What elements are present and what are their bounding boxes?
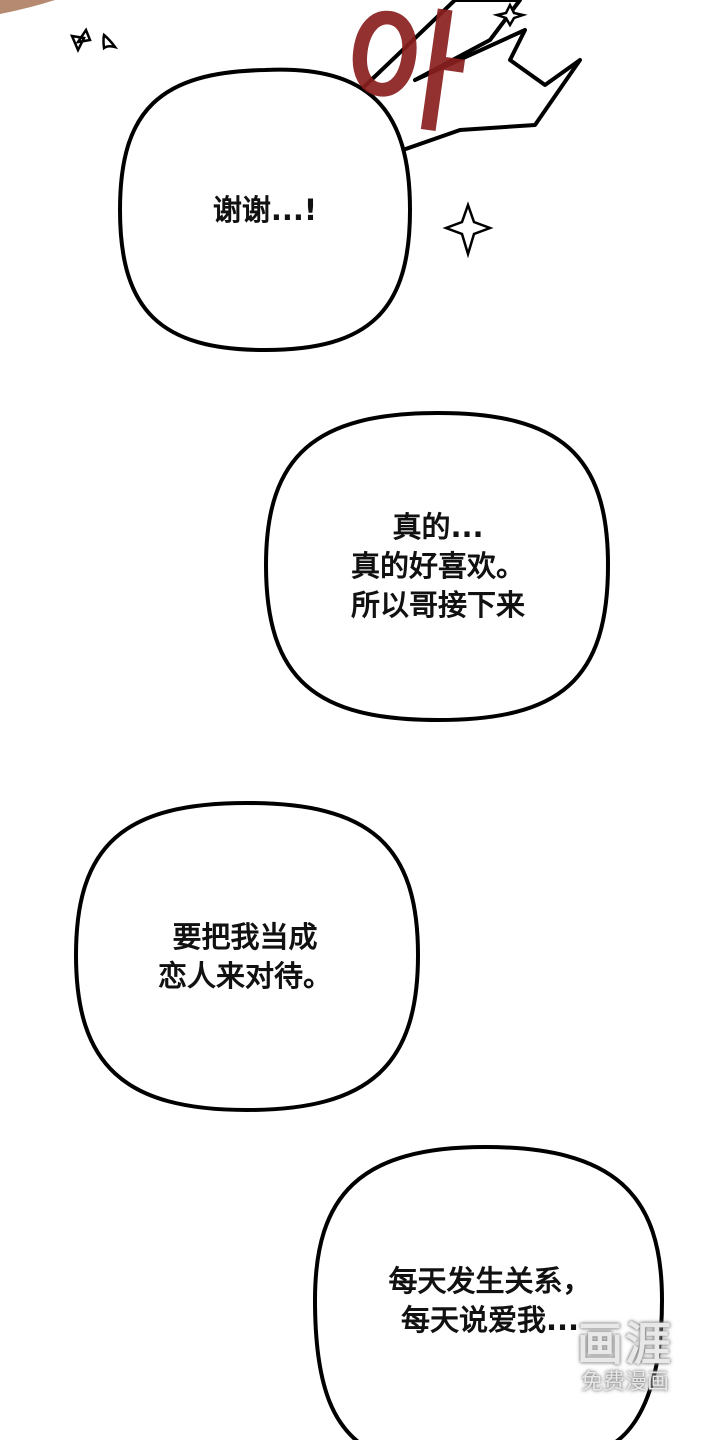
speech-bubble-1 <box>117 67 413 353</box>
watermark-tagline: 免费漫画 <box>580 1370 669 1395</box>
speech-bubble-2 <box>263 410 611 723</box>
bubble-text-4: 每天发生关系， 每天说爱我... <box>388 1264 592 1337</box>
bubble-text-2: 真的... 真的好喜欢。 所以哥接下来 <box>350 510 525 622</box>
sparkle-icon <box>69 2 528 259</box>
watermark-logo: 画涯 <box>577 1317 673 1371</box>
speech-bubble-4 <box>312 1144 665 1440</box>
watermark: 画涯 免费漫画 <box>565 1318 685 1396</box>
bubble-text-3: 要把我当成 恋人来对待。 <box>157 920 332 993</box>
sound-effect: 아 <box>335 0 475 153</box>
speech-bubble-3 <box>73 800 421 1113</box>
corner-shading <box>0 0 55 14</box>
bubble-text-1: 谢谢...! <box>212 193 318 227</box>
burst-panel <box>343 0 582 167</box>
